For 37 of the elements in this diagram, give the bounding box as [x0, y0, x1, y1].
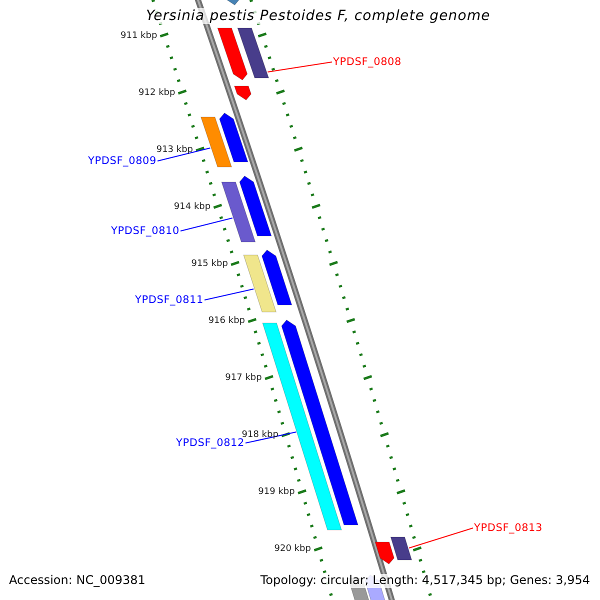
gene-block — [237, 28, 270, 78]
gene-block — [390, 536, 412, 560]
title: Yersinia pestis Pestoides F, complete genome — [146, 8, 490, 24]
gene-block — [234, 86, 252, 100]
scale-label: 911 kbp — [120, 31, 158, 42]
scale-label: 918 kbp — [242, 430, 278, 440]
scale-label: 919 kbp — [258, 487, 295, 498]
scale-label: 912 kbp — [138, 88, 176, 98]
gene-label: YPDSF_0812 — [176, 437, 245, 450]
gene-block — [262, 250, 292, 306]
leader-line — [180, 218, 233, 232]
leader-line — [267, 62, 332, 72]
gene-block — [219, 112, 248, 162]
gene-block — [239, 176, 272, 236]
scale-label: 917 kbp — [225, 373, 262, 384]
footer-text: Accession: NC_009381 — [9, 574, 146, 588]
gene-block — [221, 182, 256, 242]
leader-line — [157, 148, 211, 162]
scale-label: 920 kbp — [274, 544, 311, 554]
gene-block — [200, 116, 232, 168]
leader-line — [204, 288, 254, 301]
gene-label: YPDSF_0810 — [111, 225, 180, 238]
footer-text: Topology: circular; Length: 4,517,345 bp; Genes: 3,954 — [260, 574, 590, 588]
gene-block — [374, 542, 394, 564]
gene-label: YPDSF_0813 — [474, 522, 543, 534]
leader-line — [245, 432, 297, 444]
gene-block — [243, 254, 277, 312]
scale-label: 915 kbp — [191, 259, 228, 270]
gene-block — [281, 320, 358, 526]
gene-label: YPDSF_0808 — [333, 56, 402, 68]
scale-label: 913 kbp — [156, 145, 194, 156]
scale-label: 916 kbp — [208, 316, 245, 326]
gene-block — [217, 28, 248, 80]
leader-line — [408, 528, 474, 548]
gene-label: YPDSF_0809 — [88, 155, 157, 168]
gene-label: YPDSF_0811 — [135, 294, 204, 306]
scale-label: 914 kbp — [174, 202, 211, 212]
